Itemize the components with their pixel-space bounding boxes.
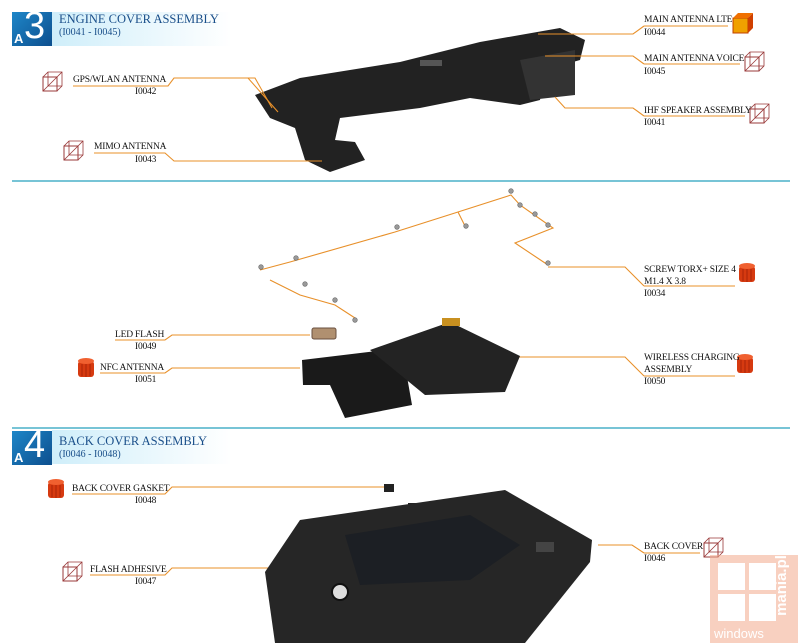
part-id: I0045 — [644, 67, 666, 77]
part-name: WIRELESS CHARGING — [644, 353, 740, 363]
part-id: I0050 — [644, 377, 666, 387]
part-name: BACK COVER — [644, 542, 703, 552]
cube-icon — [42, 71, 63, 92]
part-id: I0044 — [644, 28, 666, 38]
section-range: (I0046 - I0048) — [59, 449, 121, 460]
watermark: windows mania.pl — [710, 555, 798, 643]
cube-icon — [62, 561, 83, 582]
cube-filled-icon — [732, 13, 753, 34]
section-title: ENGINE COVER ASSEMBLY — [59, 12, 219, 26]
part-spec: M1.4 X 3.8 — [644, 277, 686, 287]
watermark-text: windows — [714, 626, 764, 641]
part-name: MAIN ANTENNA LTE — [644, 15, 733, 25]
watermark-text: mania.pl — [773, 555, 791, 616]
part-name: GPS/WLAN ANTENNA — [73, 75, 167, 85]
section-title: BACK COVER ASSEMBLY — [59, 434, 208, 448]
badge-letter: A — [14, 31, 24, 46]
part-name: IHF SPEAKER ASSEMBLY — [644, 106, 752, 116]
nfc-antenna-part — [302, 348, 412, 418]
cube-icon — [749, 103, 770, 124]
engine-cover-part — [255, 28, 585, 172]
part-name-line2: ASSEMBLY — [644, 365, 693, 375]
gasket-part — [384, 484, 394, 492]
part-name: BACK COVER GASKET — [72, 484, 170, 494]
part-id: I0034 — [644, 289, 666, 299]
windows-logo-icon — [718, 563, 776, 621]
part-id: I0042 — [135, 87, 157, 97]
part-id: I0051 — [135, 375, 157, 385]
part-id: I0047 — [135, 577, 157, 587]
part-id: I0049 — [135, 342, 157, 352]
section-header-band — [52, 12, 232, 46]
part-name: FLASH ADHESIVE — [90, 565, 167, 575]
badge-letter: A — [14, 450, 24, 465]
part-id: I0043 — [135, 155, 157, 165]
part-name: MIMO ANTENNA — [94, 142, 167, 152]
part-id: I0048 — [135, 496, 157, 506]
section-header-band — [52, 430, 232, 464]
part-name: SCREW TORX+ SIZE 4 — [644, 265, 736, 275]
part-id: I0046 — [644, 554, 666, 564]
cylinder-icon — [738, 262, 756, 283]
led-flash-part — [311, 327, 337, 340]
part-id: I0041 — [644, 118, 666, 128]
cube-icon — [744, 51, 765, 72]
badge-number: 4 — [24, 424, 46, 466]
screw-parts — [258, 188, 551, 323]
part-name: LED FLASH — [115, 330, 165, 340]
wireless-charging-part — [370, 322, 520, 395]
cylinder-icon — [47, 478, 65, 499]
part-name: MAIN ANTENNA VOICE — [644, 54, 745, 64]
badge-number: 3 — [24, 5, 46, 47]
cylinder-icon — [77, 357, 95, 378]
part-name: NFC ANTENNA — [100, 363, 165, 373]
section-range: (I0041 - I0045) — [59, 27, 121, 38]
leader-lines — [72, 25, 745, 576]
cube-icon — [63, 140, 84, 161]
